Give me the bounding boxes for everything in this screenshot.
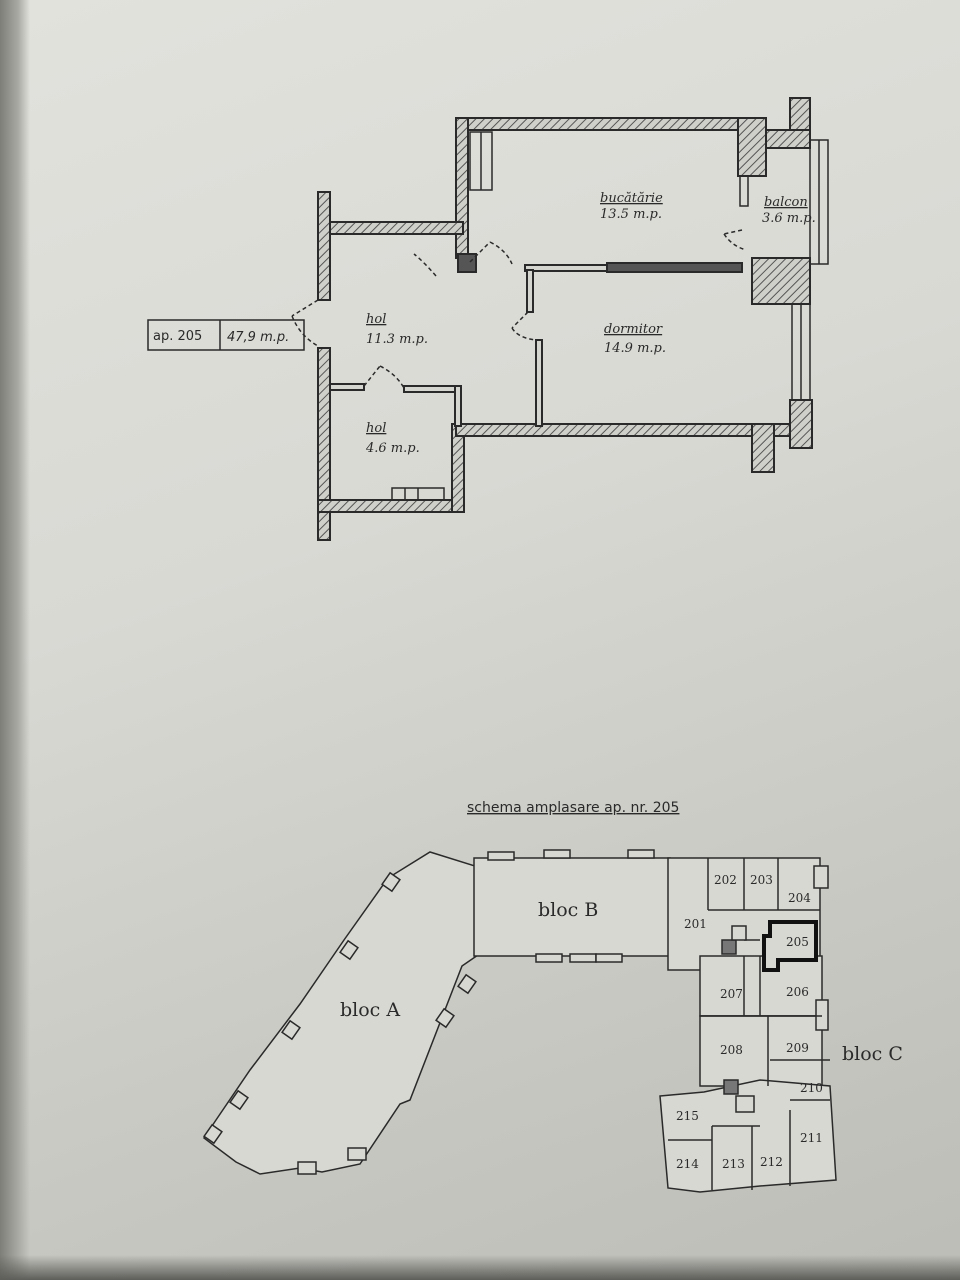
bloc-c-lower [659, 1079, 837, 1193]
apt-208: 208 [720, 1043, 743, 1057]
highlight-apartment-205 [762, 920, 818, 972]
wall-corner-bottom-right [751, 423, 775, 473]
door-entrance [291, 299, 319, 347]
door-small-hall [363, 365, 405, 389]
room-labels: bucătărie 13.5 m.p. balcon 3.6 m.p. dorm… [365, 191, 816, 456]
wall-hall-top [317, 221, 464, 235]
partition-solid [606, 262, 743, 273]
apt-207: 207 [720, 987, 743, 1001]
door-kitchen-top [413, 253, 437, 277]
page-edge-shadow [0, 0, 30, 1280]
apt-203: 203 [750, 873, 773, 887]
apartment-numbers: 202 203 204 201 205 207 206 208 209 210 … [676, 873, 823, 1171]
wall-small-hall-bottom [317, 499, 464, 513]
apt-201: 201 [684, 917, 707, 931]
balcony-door [739, 175, 749, 207]
scheme-title: schema amplasare ap. nr. 205 [467, 800, 679, 816]
partitions [329, 262, 743, 427]
room-kitchen-name: bucătărie [600, 191, 663, 206]
door-kitchen [469, 241, 513, 265]
apt-211: 211 [800, 1131, 823, 1145]
apartment-label-box: ap. 205 47,9 m.p. [147, 319, 305, 351]
bloc-b-label: bloc B [538, 899, 598, 921]
room-bedroom-area: 14.9 m.p. [604, 341, 666, 356]
door-bedroom [511, 311, 537, 341]
wall-kitchen-top [455, 117, 741, 131]
door-swings [291, 229, 747, 389]
windows [391, 131, 829, 501]
apt-204: 204 [788, 891, 811, 905]
bloc-b-outline [473, 857, 671, 957]
bottom-edge-shadow [0, 1255, 960, 1280]
partition-small-hall-top-r [403, 385, 461, 393]
bloc-c-middle [699, 955, 823, 1017]
room-small-hall-name: hol [366, 421, 386, 436]
wall-balcony-column [737, 117, 767, 177]
wall-left-upper [317, 191, 331, 301]
site-scheme [202, 849, 837, 1193]
apartment-walls [317, 97, 813, 541]
apt-205: 205 [786, 935, 809, 949]
bloc-c-label: bloc C [842, 1043, 903, 1065]
partition-small-hall-side [454, 385, 462, 427]
apartment-area: 47,9 m.p. [227, 330, 289, 345]
door-balcony [723, 229, 747, 251]
partition-kitchen-bedroom [524, 264, 608, 272]
apt-215: 215 [676, 1109, 699, 1123]
room-balcony-area: 3.6 m.p. [762, 211, 816, 226]
apt-202: 202 [714, 873, 737, 887]
column-center [457, 253, 477, 273]
partition-small-hall-top [329, 383, 365, 391]
room-hall-name: hol [366, 312, 386, 327]
room-kitchen-area: 13.5 m.p. [600, 207, 662, 222]
room-small-hall-area: 4.6 m.p. [365, 441, 420, 456]
wall-bedroom-right-bottom [789, 399, 813, 449]
apt-213: 213 [722, 1157, 745, 1171]
partition-hall-bedroom [526, 269, 534, 313]
apt-214: 214 [676, 1157, 699, 1171]
bloc-a-label: bloc A [340, 999, 400, 1021]
wall-kitchen-left [455, 117, 469, 259]
wall-small-hall-right [451, 423, 465, 513]
room-bedroom-name: dormitor [604, 322, 663, 337]
wall-bedroom-right-top [751, 257, 811, 305]
wall-balcony-top [765, 129, 811, 149]
bloc-a-outline [202, 851, 479, 1175]
apt-206: 206 [786, 985, 809, 999]
apartment-number: ap. 205 [153, 329, 202, 344]
room-balcony-name: balcon [764, 195, 808, 210]
apt-209: 209 [786, 1041, 809, 1055]
wall-left-lower [317, 347, 331, 541]
apt-212: 212 [760, 1155, 783, 1169]
partition-hall-bedroom-low [535, 339, 543, 427]
room-hall-area: 11.3 m.p. [366, 332, 428, 347]
apt-210: 210 [800, 1081, 823, 1095]
